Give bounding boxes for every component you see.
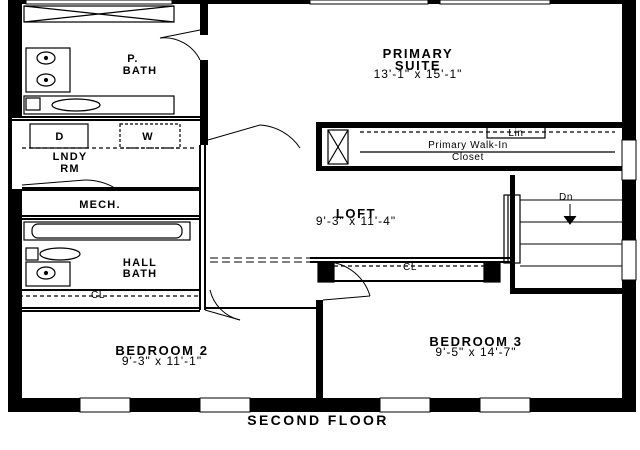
fixtures (12, 5, 615, 297)
p-bath-name-line2: BATH (123, 65, 158, 77)
windows (25, 0, 637, 413)
laundry-name-line2: RM (60, 163, 80, 175)
hall-bath-name-line1: HALL (123, 257, 157, 269)
primary-suite-name-line1: PRIMARY (383, 46, 454, 61)
bed2-closet-label: CL (91, 290, 105, 301)
laundry-name-line1: LNDY (53, 151, 88, 163)
walk-in-name-line1: Primary Walk-In (428, 140, 508, 151)
hall-closet-label: CL (403, 262, 417, 273)
walk-in-name-line2: Closet (452, 152, 484, 163)
stairs (520, 199, 622, 267)
door-swings (21, 29, 371, 321)
bedroom3-name: BEDROOM 3 (429, 334, 522, 349)
dryer-label: D (55, 131, 64, 143)
linen-label: Lin (508, 128, 523, 139)
stairs-down-label: Dn (559, 192, 573, 203)
p-bath-name-line1: P. (127, 53, 138, 65)
floor-title: SECOND FLOOR (247, 412, 389, 428)
loft-name: LOFT (336, 206, 376, 221)
hall-bath-name-line2: BATH (123, 268, 158, 280)
bedroom2-dimensions: 9'-3" x 11'-1" (122, 354, 202, 368)
loft-dimensions: 9'-3" x 11'-4" (316, 214, 396, 228)
primary-suite-name-line2: SUITE (395, 58, 441, 73)
interior-walls (10, 116, 510, 312)
primary-suite-dimensions: 13'-1" x 15'-1" (374, 67, 463, 81)
washer-label: W (142, 131, 154, 143)
mech-name: MECH. (79, 199, 120, 211)
bedroom2-name: BEDROOM 2 (115, 343, 208, 358)
bedroom3-dimensions: 9'-5" x 14'-7" (435, 345, 516, 359)
